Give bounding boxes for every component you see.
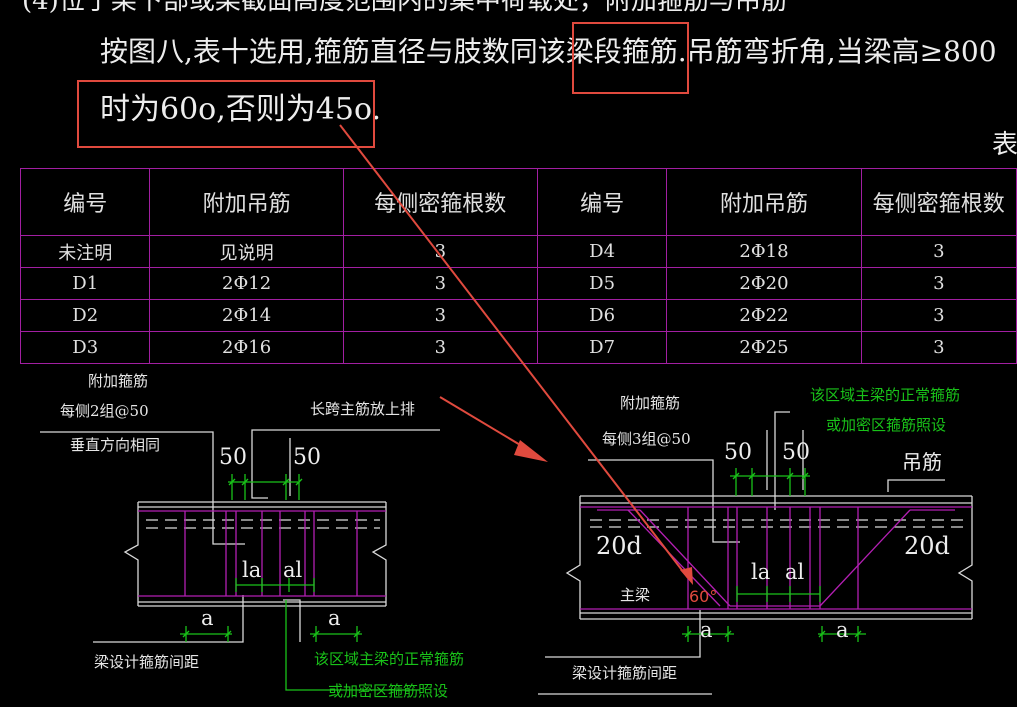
table-row: D2 2Φ14 3 D6 2Φ22 3 [19, 299, 1017, 332]
table-header-cell: 附加吊筋 [149, 168, 344, 236]
left-la-label: la [242, 558, 262, 582]
table-header-cell: 每侧密箍根数 [860, 168, 1017, 236]
right-stirrup-label-2: 每侧3组@50 [602, 430, 691, 448]
table-cell: 2Φ12 [149, 267, 344, 300]
highlight-box-angle-values [77, 80, 375, 148]
table-cell: 3 [860, 331, 1017, 364]
right-dim-50-b: 50 [782, 440, 810, 465]
left-a-label-2: a [328, 606, 341, 630]
left-dimensions [180, 474, 420, 691]
arrowhead-icon [680, 567, 693, 585]
table-label: 表 [992, 130, 1017, 160]
table-row: D1 2Φ12 3 D5 2Φ20 3 [19, 267, 1017, 300]
annotation-arrows [339, 124, 689, 579]
table-cell: 2Φ20 [666, 267, 862, 300]
table-cell: 2Φ22 [666, 299, 862, 332]
left-green-note-2: 或加密区箍筋照设 [328, 682, 449, 700]
right-20d-right: 20d [904, 532, 950, 560]
right-green-note-2: 或加密区箍筋照设 [826, 416, 947, 434]
highlight-box-bend-angle [572, 22, 689, 94]
table-cell: D5 [536, 267, 668, 300]
right-hanger-label: 吊筋 [902, 450, 942, 474]
right-stirrup-label-1: 附加箍筋 [620, 394, 681, 412]
table-cell: D6 [536, 299, 668, 332]
note-line-1-a: 按图八,表十选用,箍筋直径与肢数同该梁段箍筋. [100, 35, 687, 68]
table-header-cell: 每侧密箍根数 [342, 168, 538, 236]
hanger-spec-table: 编号 附加吊筋 每侧密箍根数 编号 附加吊筋 每侧密箍根数 未注明 见说明 3 … [19, 168, 1017, 364]
table-header-cell: 编号 [536, 168, 668, 236]
table-cell: 3 [860, 235, 1017, 268]
left-dim-50-a: 50 [219, 445, 247, 470]
table-cell: 3 [860, 299, 1017, 332]
table-cell: D3 [19, 331, 151, 364]
table-cell: D2 [19, 299, 151, 332]
right-dimensions [682, 468, 866, 642]
note-line-1-c: ,当梁高≥800 [826, 35, 997, 68]
right-20d-left: 20d [596, 532, 642, 560]
table-cell: 2Φ18 [666, 235, 862, 268]
left-dim-50-b: 50 [293, 445, 321, 470]
right-beam [538, 411, 973, 695]
table-header-row: 编号 附加吊筋 每侧密箍根数 编号 附加吊筋 每侧密箍根数 [19, 168, 1017, 236]
table-cell: 3 [342, 299, 538, 332]
left-top-bar-label: 长跨主筋放上排 [310, 400, 416, 418]
arrowhead-icon [514, 440, 548, 462]
right-stirrup-spacing-label: 梁设计箍筋间距 [572, 664, 678, 682]
note-line-1-b: 吊筋弯折角 [686, 35, 827, 68]
note-line-2: 时为60o,否则为45o. [100, 92, 382, 127]
table-row: D3 2Φ16 3 D7 2Φ25 3 [19, 331, 1017, 364]
table-cell: 2Φ16 [149, 331, 344, 364]
left-stirrup-label-1: 附加箍筋 [88, 372, 149, 390]
left-stirrup-label-2: 每侧2组@50 [60, 402, 149, 420]
left-a-label-1: a [201, 606, 214, 630]
left-stirrup-spacing-label: 梁设计箍筋间距 [94, 653, 200, 671]
table-cell: 2Φ25 [666, 331, 862, 364]
table-cell: 3 [342, 235, 538, 268]
table-cell: D4 [536, 235, 668, 268]
right-a-label-1: a [700, 618, 713, 642]
right-angle-label: 60° [689, 587, 718, 606]
table-cell: 3 [342, 331, 538, 364]
left-al-label: al [283, 558, 303, 582]
left-beam [40, 429, 440, 643]
table-cell: D7 [536, 331, 668, 364]
right-green-note-1: 该区域主梁的正常箍筋 [810, 386, 961, 404]
note-line-1: 按图八,表十选用,箍筋直径与肢数同该梁段箍筋.吊筋弯折角,当梁高≥800 [100, 38, 997, 66]
right-main-beam-label: 主梁 [620, 586, 651, 604]
note-line-0: (4)位于梁下部或梁截面高度范围内的集中荷载处，附加箍筋与吊筋 [22, 0, 787, 16]
table-cell: 2Φ14 [149, 299, 344, 332]
left-stirrup-label-3: 垂直方向相同 [70, 436, 161, 454]
right-a-label-2: a [836, 618, 849, 642]
right-la-label: la [751, 560, 771, 584]
right-dim-50-a: 50 [724, 440, 752, 465]
right-al-label: al [785, 560, 805, 584]
table-cell: 3 [860, 267, 1017, 300]
left-green-note-1: 该区域主梁的正常箍筋 [314, 650, 465, 668]
